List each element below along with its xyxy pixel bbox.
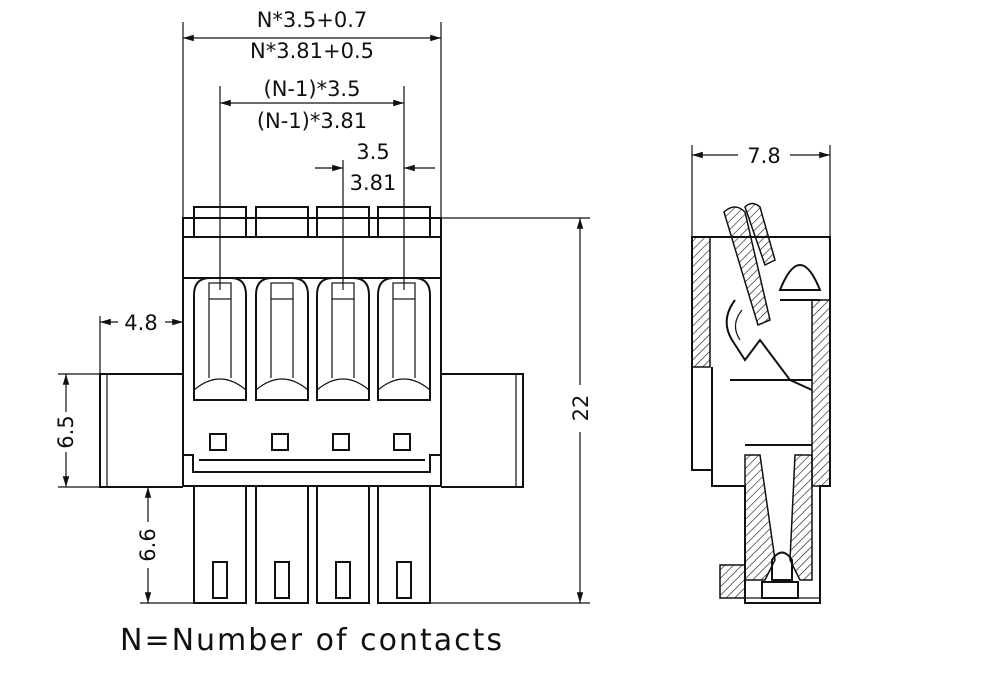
upper-band	[182, 217, 442, 279]
span-35-label: (N-1)*3.5	[264, 77, 361, 101]
overall-width-35-label: N*3.5+0.7	[257, 8, 368, 32]
top-tabs	[193, 206, 431, 238]
dimension-lines	[58, 22, 590, 604]
main-body	[182, 277, 442, 487]
overall-width-381-label: N*3.81+0.5	[250, 39, 374, 63]
flange-offset-label: 4.8	[124, 311, 157, 335]
side-view: 7.8	[691, 144, 831, 604]
pitch-381-label: 3.81	[350, 171, 397, 195]
wire-openings	[193, 277, 431, 401]
pitch-35-label: 3.5	[356, 140, 389, 164]
span-381-label: (N-1)*3.81	[257, 109, 367, 133]
side-width-label: 7.8	[747, 144, 780, 168]
side-flanges	[99, 373, 524, 488]
front-view: N*3.5+0.7 N*3.81+0.5 (N-1)*3.5 (N-1)*3.8…	[54, 8, 593, 604]
flange-height-label: 6.5	[54, 415, 78, 448]
footnote: N=Number of contacts	[120, 623, 504, 658]
total-height-label: 22	[569, 395, 593, 422]
pin-housing	[182, 454, 442, 604]
pin-length-label: 6.6	[136, 528, 160, 561]
dimension-labels: N*3.5+0.7 N*3.81+0.5 (N-1)*3.5 (N-1)*3.8…	[54, 8, 593, 562]
test-holes	[209, 433, 411, 451]
